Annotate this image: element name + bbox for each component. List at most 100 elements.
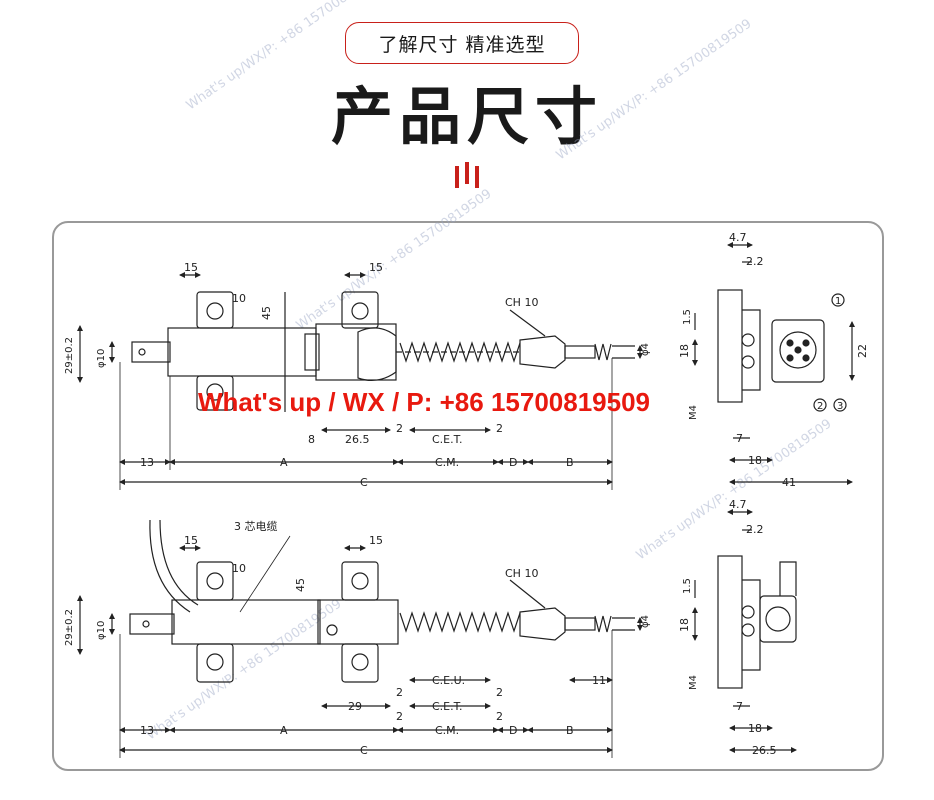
bottom-side-cable (779, 561, 797, 596)
bottom-carriage (317, 599, 399, 645)
bottom-mount-upper-right (341, 561, 379, 601)
bottom-mount-lower-right (341, 643, 379, 683)
bottom-mount-upper-left (196, 561, 234, 601)
watermark-text: What's up/WX/P: +86 15700819509 (554, 16, 755, 163)
dim-label: 45 (260, 306, 273, 320)
dim-label: 15 (369, 261, 383, 274)
dim-label: C.M. (435, 724, 459, 737)
contact-overlay: What's up / WX / P: +86 15700819509 (198, 387, 650, 417)
top-side-view (692, 242, 855, 485)
dim-label: φ10 (96, 349, 107, 368)
dim-label: 15 (369, 534, 383, 547)
dim-label: 10 (232, 292, 246, 305)
bottom-side-body (759, 595, 797, 643)
dim-label: CH 10 (505, 296, 538, 309)
dim-label: 13 (140, 456, 154, 469)
dim-label: 2.2 (746, 523, 764, 536)
top-side-flange (717, 289, 743, 403)
dim-label: φ4 (640, 343, 651, 356)
dim-label: C (360, 476, 368, 489)
dim-label: C.E.T. (432, 700, 463, 713)
top-mount-lower-left (196, 375, 234, 411)
dim-label: 13 (140, 724, 154, 737)
bottom-side-view (692, 509, 797, 753)
dim-label: M4 (688, 405, 699, 420)
dim-label: 1 (835, 296, 841, 307)
watermark-group: What's up/WX/P: +86 15700819509 What's u… (144, 0, 835, 743)
dim-label: 18 (678, 344, 691, 358)
dim-label: 2 (496, 710, 503, 723)
dim-label: 2 (396, 686, 403, 699)
dim-label: M4 (688, 675, 699, 690)
dim-label: 15 (184, 534, 198, 547)
bottom-mount-lower-left (196, 643, 234, 683)
dim-label: 11 (592, 674, 606, 687)
bottom-side-flange (717, 555, 743, 689)
dim-label: 7 (736, 700, 743, 713)
dim-label: 18 (678, 618, 691, 632)
top-side-dims: 4.7 2.2 1.5 18 22 M4 7 18 41 1 2 3 (678, 231, 869, 489)
dim-label: 1.5 (682, 309, 693, 325)
dim-label: 2 (496, 422, 503, 435)
top-mount-upper-right (341, 291, 379, 329)
dim-label: 1.5 (682, 578, 693, 594)
dim-label: 2 (396, 710, 403, 723)
bottom-sensor-body (171, 599, 321, 645)
dim-label: 2.2 (746, 255, 764, 268)
dim-label: CH 10 (505, 567, 538, 580)
dim-label: 3 (837, 401, 843, 412)
dim-label: 41 (782, 476, 796, 489)
dim-label: 7 (736, 432, 743, 445)
dim-label: C (360, 744, 368, 757)
watermark-text: What's up/WX/P: +86 15700819509 (184, 0, 385, 113)
bottom-front-dims: 3 芯电缆 15 15 10 45 29±0.2 φ10 CH 10 φ4 C.… (64, 519, 651, 757)
cable-label: 3 芯电缆 (234, 519, 278, 533)
dim-label: C.E.U. (432, 674, 465, 687)
top-side-connector (771, 319, 825, 383)
dim-label: D (509, 724, 517, 737)
title-accent-mark (455, 162, 479, 188)
dim-label: 26.5 (752, 744, 777, 757)
dim-label: 4.7 (729, 231, 747, 244)
dim-label: 22 (856, 344, 869, 358)
bottom-side-dims: 4.7 2.2 1.5 18 M4 7 18 26.5 (678, 498, 777, 757)
dim-label: A (280, 724, 288, 737)
dim-label: 29±0.2 (64, 337, 75, 374)
dim-label: 10 (232, 562, 246, 575)
dim-label: A (280, 456, 288, 469)
dim-label: C.M. (435, 456, 459, 469)
watermark-text: What's up/WX/P: +86 15700819509 (294, 186, 495, 333)
top-hex-nut (519, 335, 566, 369)
dim-label: B (566, 724, 574, 737)
dim-label: 8 (308, 433, 315, 446)
tagline-badge: 了解尺寸 精准选型 (345, 22, 579, 64)
dim-label: 15 (184, 261, 198, 274)
bottom-rod-end (129, 613, 175, 635)
bottom-cable (149, 519, 191, 613)
bottom-hex-nut (519, 607, 566, 641)
dim-label: 45 (294, 578, 307, 592)
top-front-dims: 15 15 10 45 29±0.2 φ10 CH 10 φ4 8 26.5 2… (64, 261, 651, 489)
page-title: 产品尺寸 (330, 80, 603, 153)
dim-label: φ4 (640, 615, 651, 628)
dim-label: 18 (748, 722, 762, 735)
top-carriage (315, 323, 397, 381)
dim-label: B (566, 456, 574, 469)
dim-label: 29±0.2 (64, 609, 75, 646)
dim-label: φ10 (96, 621, 107, 640)
dim-label: 2 (496, 686, 503, 699)
dim-label: 4.7 (729, 498, 747, 511)
dim-label: 18 (748, 454, 762, 467)
tagline-text: 了解尺寸 精准选型 (378, 33, 546, 56)
top-sensor-body (167, 327, 317, 377)
dim-label: 2 (817, 401, 823, 412)
top-rod-end (131, 341, 171, 363)
dim-label: 26.5 (345, 433, 370, 446)
dim-label: C.E.T. (432, 433, 463, 446)
dim-label: D (509, 456, 517, 469)
dim-label: 2 (396, 422, 403, 435)
dim-label: 29 (348, 700, 362, 713)
bottom-front-view (77, 519, 643, 758)
top-mount-upper-left (196, 291, 234, 329)
